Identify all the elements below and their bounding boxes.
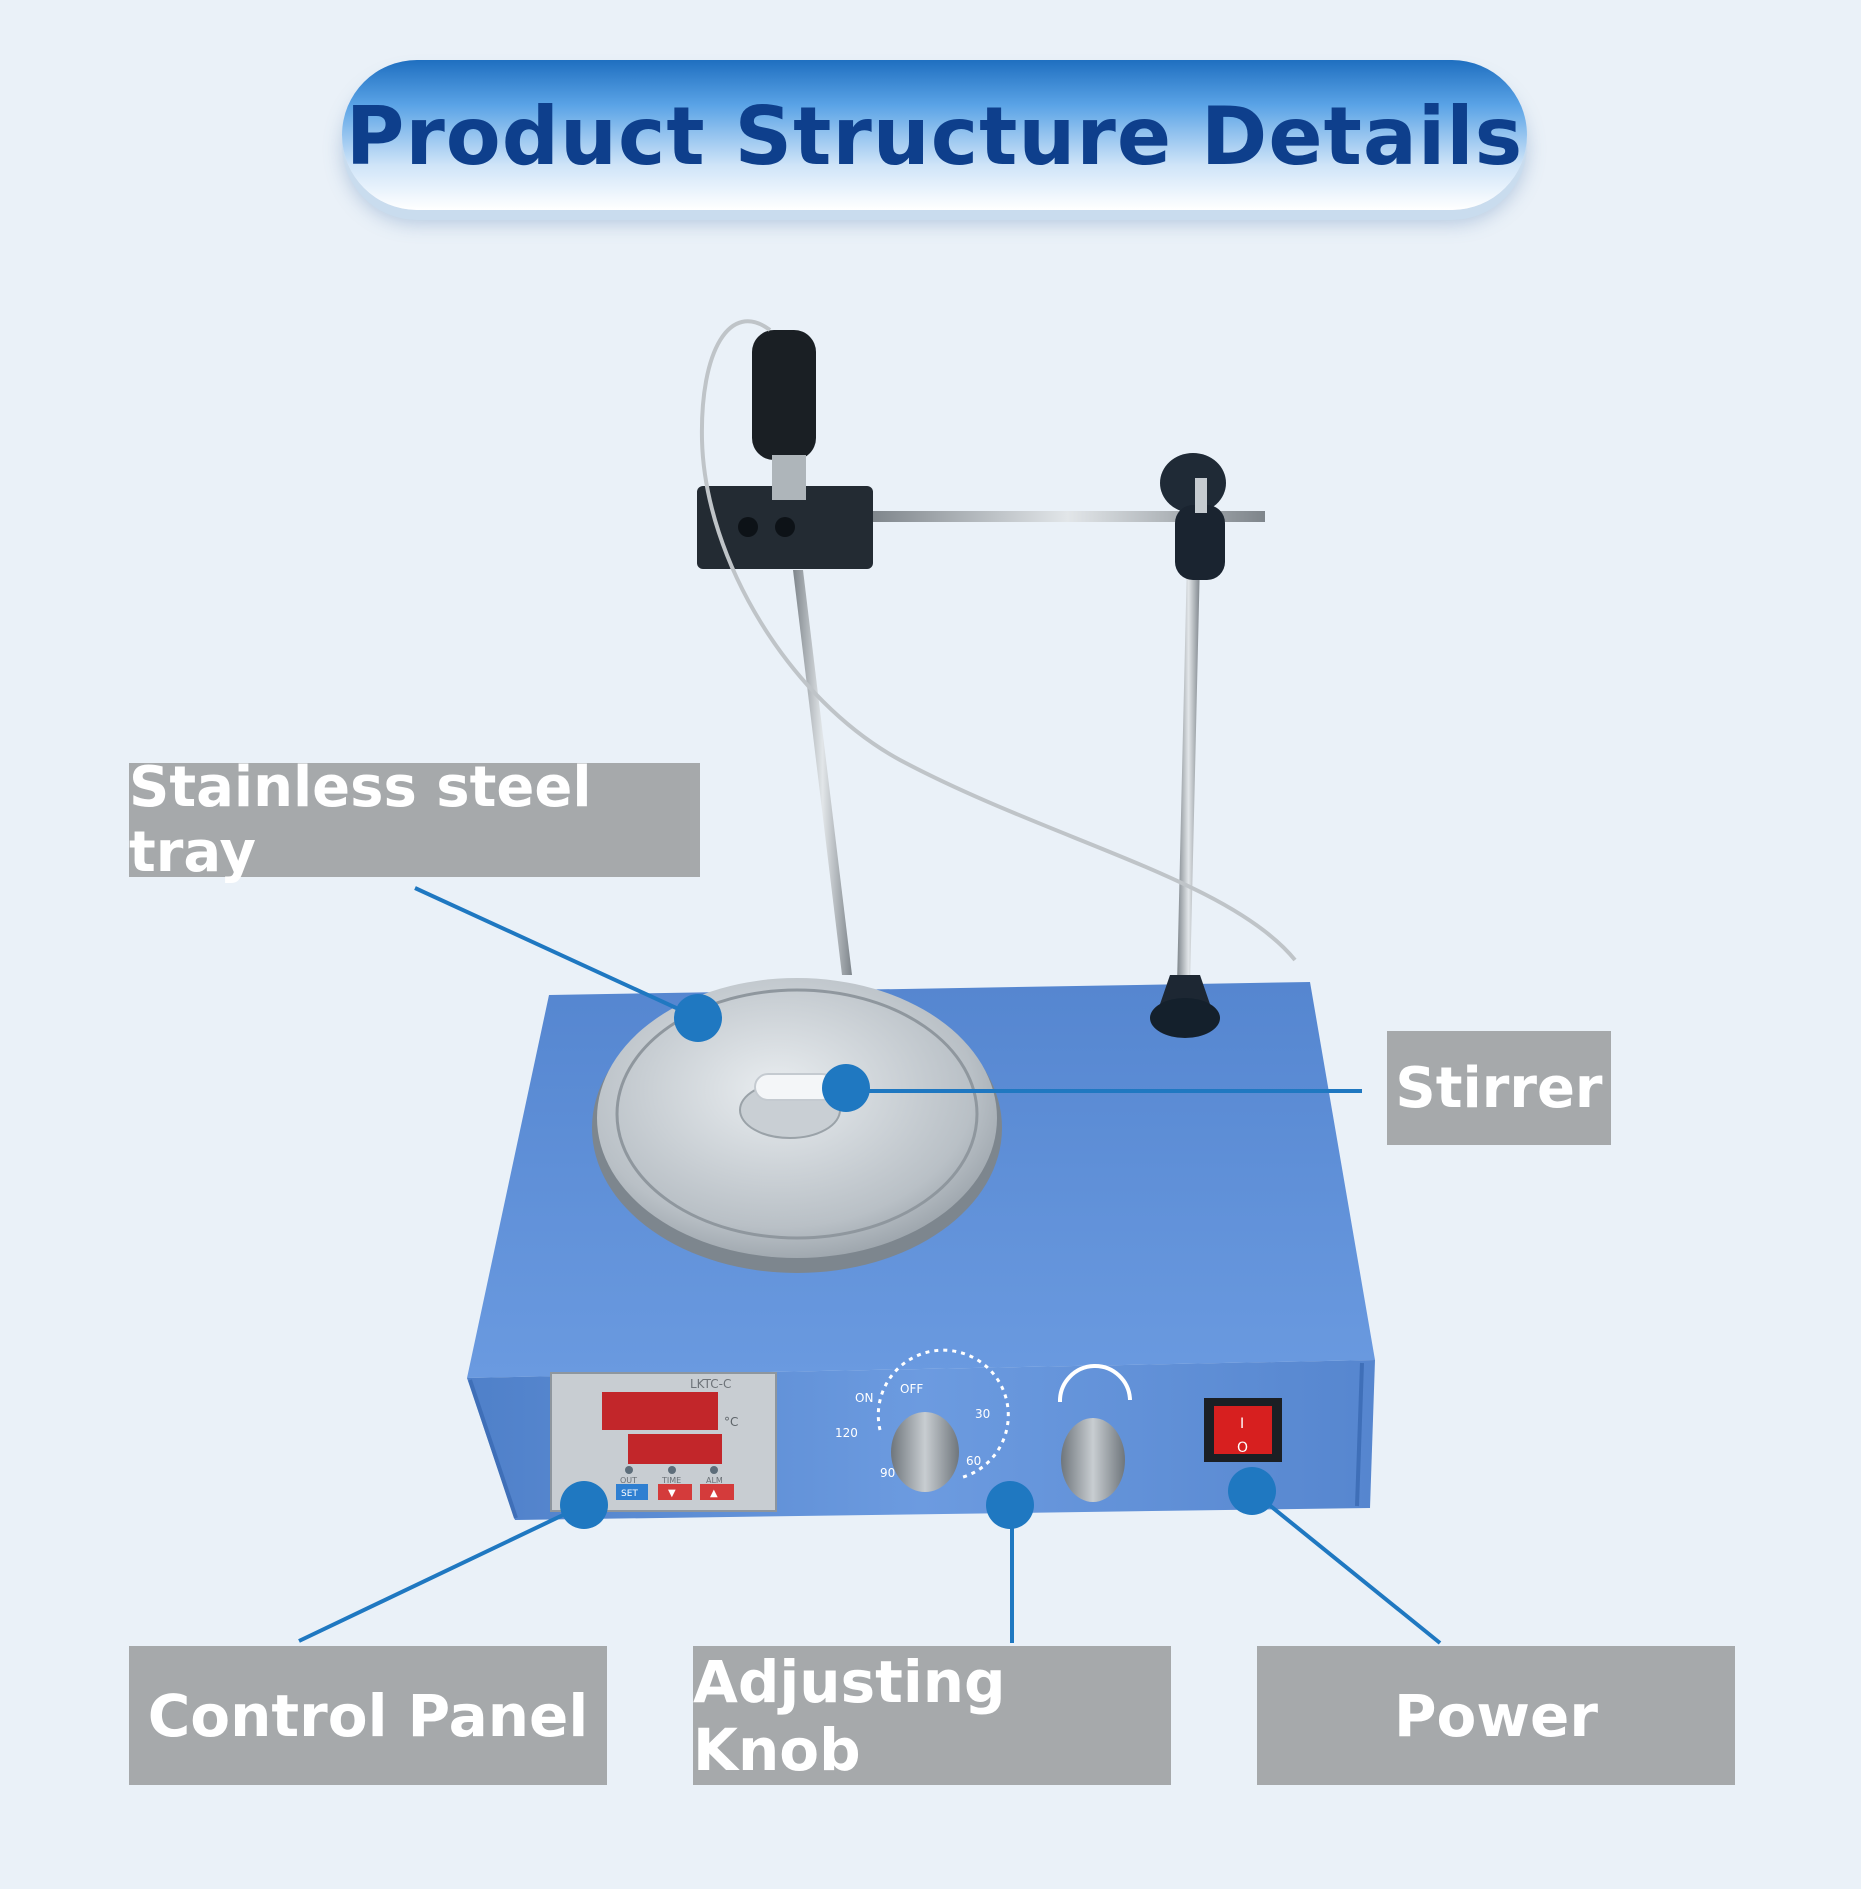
rod-clamp [1160, 453, 1226, 580]
up-button[interactable]: ▲ [710, 1488, 718, 1499]
dial-mark-30: 30 [975, 1407, 990, 1421]
indicator-out: OUT [620, 1476, 637, 1485]
dial-mark-on: ON [855, 1391, 873, 1405]
temperature-display [602, 1392, 718, 1430]
label-control-panel: Control Panel [129, 1646, 607, 1785]
callout-adjusting-knob [986, 1481, 1034, 1643]
page-title: Product Structure Details [345, 90, 1524, 183]
speed-knob[interactable] [1057, 1364, 1132, 1502]
temperature-probe [699, 319, 1297, 962]
callout-tray [414, 886, 722, 1042]
dial-mark-60: 60 [966, 1454, 981, 1468]
label-power: Power [1257, 1646, 1735, 1785]
switch-mark-off: O [1237, 1440, 1248, 1456]
label-stirrer: Stirrer [1387, 1031, 1611, 1145]
title-banner: Product Structure Details [342, 60, 1527, 210]
label-stainless-steel-tray: Stainless steel tray [129, 755, 700, 885]
timer-dial[interactable]: ON OFF 30 60 90 120 [835, 1348, 1010, 1492]
model-label: LKTC-C [690, 1377, 731, 1391]
support-rod [1177, 560, 1200, 985]
rod-base [1150, 975, 1220, 1038]
dial-mark-120: 120 [835, 1426, 858, 1440]
set-button[interactable]: SET [621, 1489, 638, 1499]
probe-rod [793, 570, 852, 975]
indicator-time: TIME [661, 1476, 681, 1485]
stainless-steel-tray [592, 978, 1002, 1273]
dial-mark-off: OFF [900, 1382, 923, 1396]
callout-stirrer [822, 1064, 1362, 1112]
down-button[interactable]: ▼ [668, 1488, 676, 1499]
dial-mark-90: 90 [880, 1466, 895, 1480]
callout-power [1228, 1467, 1442, 1645]
callout-control-panel [298, 1481, 608, 1643]
switch-mark-on: I [1240, 1416, 1244, 1432]
time-display [628, 1434, 722, 1464]
label-adjusting-knob: Adjusting Knob [693, 1646, 1171, 1785]
power-switch[interactable]: I O [1204, 1398, 1282, 1462]
indicator-alm: ALM [706, 1476, 723, 1485]
unit-label: °C [724, 1415, 738, 1429]
